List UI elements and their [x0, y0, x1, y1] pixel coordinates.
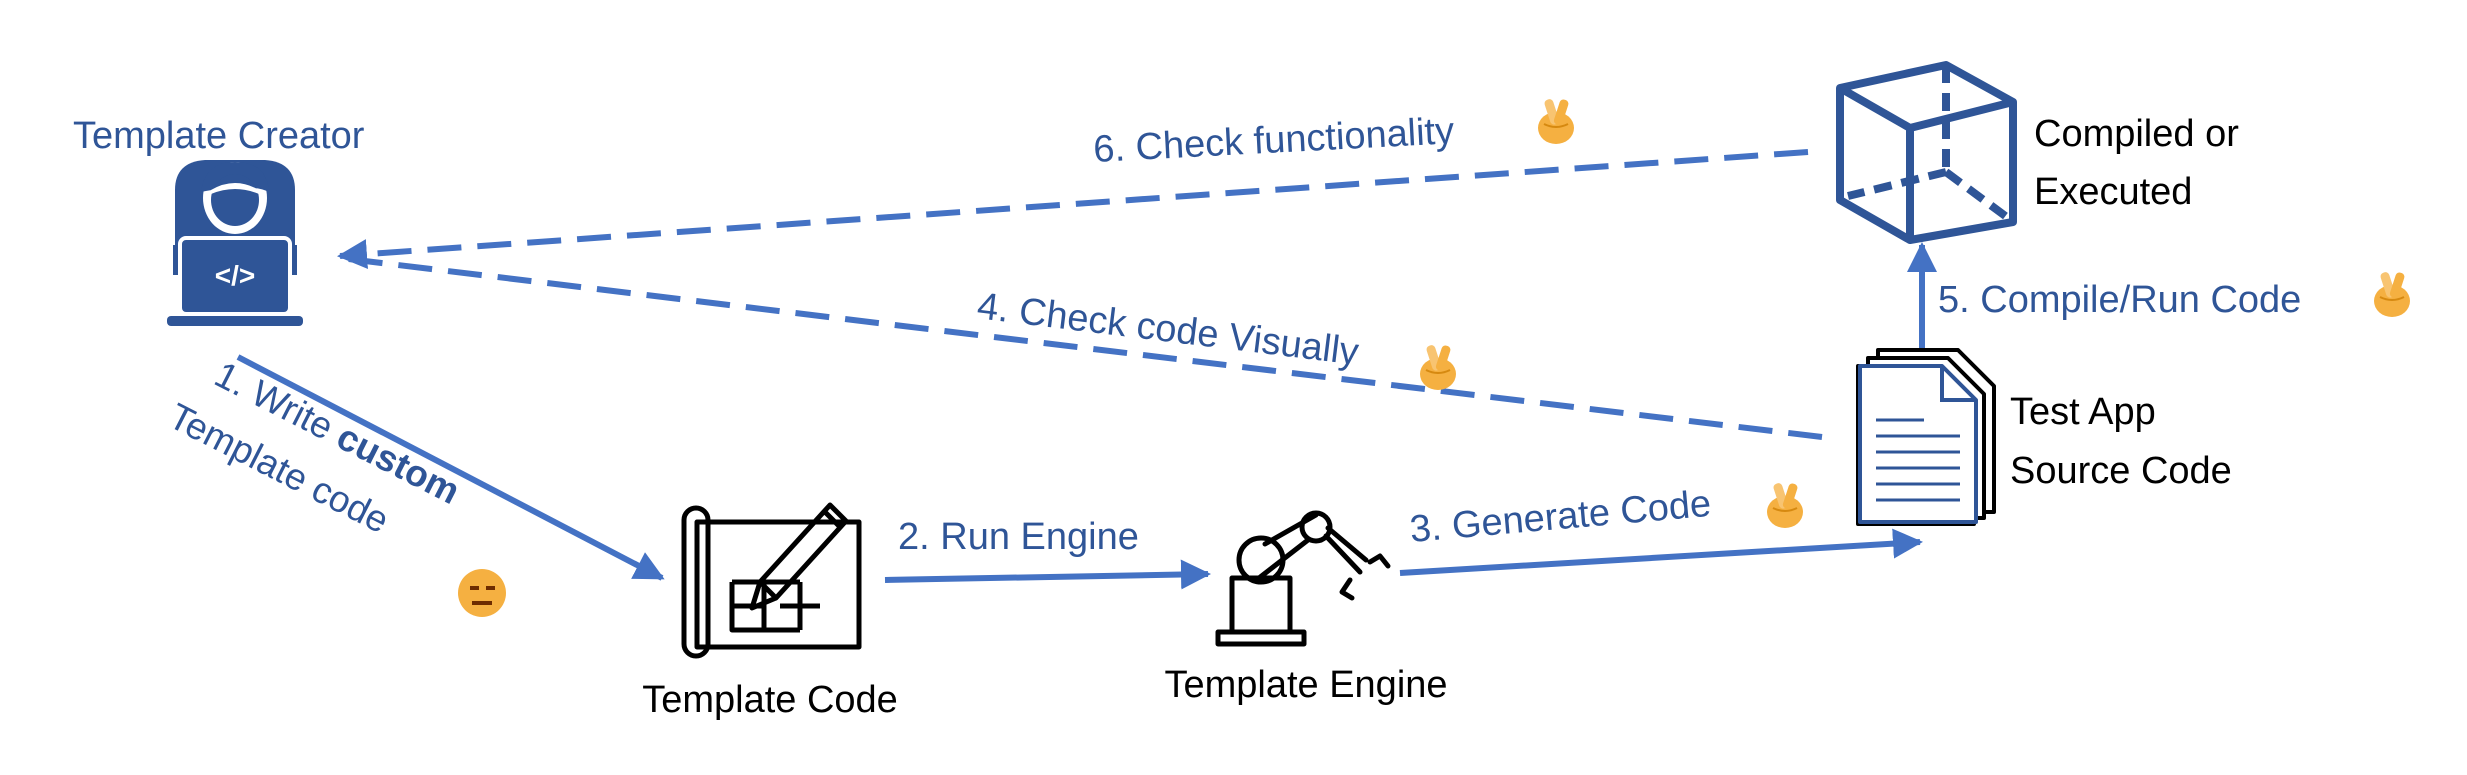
arrow-generate-code — [1399, 528, 1923, 576]
arrow-run-engine — [884, 559, 1211, 590]
compiled-label-line1: Compiled or — [2034, 113, 2239, 155]
template-code-label: Template Code — [642, 679, 898, 721]
step6-label: 6. Check functionality — [1092, 110, 1455, 171]
front-document — [1858, 364, 1978, 524]
arrow-write-template — [236, 354, 665, 581]
step3-crossed-fingers-icon — [1766, 481, 1804, 529]
arrow-check-visually — [339, 255, 1823, 440]
blueprint-pencil-icon — [681, 502, 862, 659]
source-code-label-line1: Test App — [2010, 391, 2156, 433]
step4-crossed-fingers-icon — [1419, 343, 1457, 391]
robot-arm-icon — [1215, 510, 1391, 647]
cube-icon — [1836, 61, 2017, 244]
step5-crossed-fingers-icon — [2373, 270, 2411, 318]
source-code-label-line2: Source Code — [2010, 450, 2232, 492]
step3-label: 3. Generate Code — [1408, 483, 1713, 551]
template-creator-label: Template Creator — [73, 115, 365, 157]
step6-crossed-fingers-icon — [1537, 97, 1575, 145]
step5-label: 5. Compile/Run Code — [1938, 279, 2301, 321]
compiled-label-line2: Executed — [2034, 171, 2192, 213]
expressionless-face-icon — [458, 569, 506, 617]
template-engine-label: Template Engine — [1164, 664, 1447, 706]
step2-label: 2. Run Engine — [898, 516, 1139, 558]
step1-label: 1. Write custom Template code — [162, 354, 466, 541]
svg-text:</>: </> — [215, 260, 255, 291]
user-coder-icon: </> — [167, 160, 303, 326]
arrow-check-functionality — [337, 149, 1809, 270]
